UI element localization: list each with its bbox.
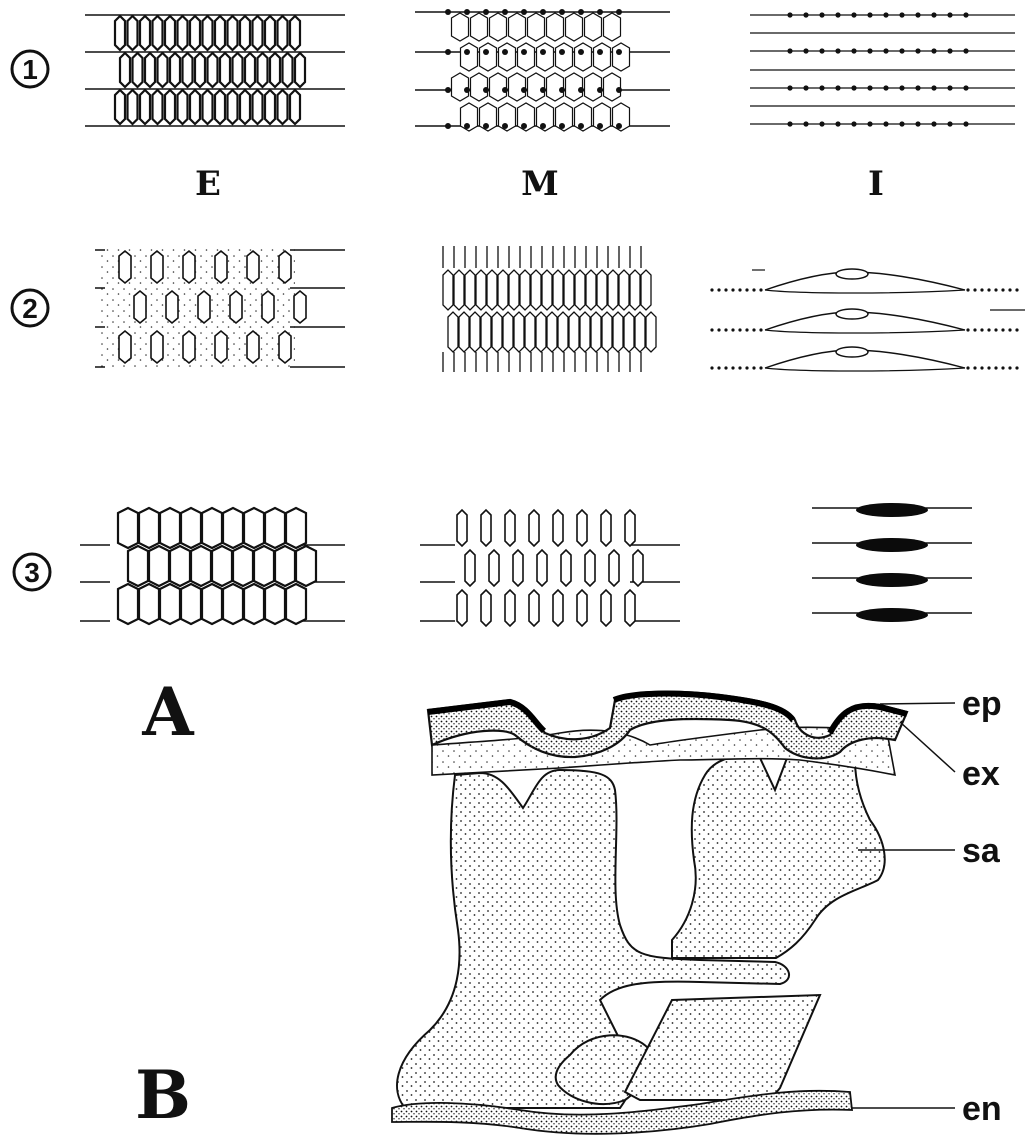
- leader-ep: [880, 703, 955, 704]
- column-label-I: I: [868, 164, 884, 204]
- cell-row2-I: [710, 269, 1025, 371]
- cell-row3-M: [420, 510, 680, 626]
- row-marker-1-number: 1: [22, 54, 38, 85]
- label-sa: sa: [962, 832, 1001, 870]
- row-marker-2: 2: [12, 290, 48, 326]
- cell-row2-E: [95, 248, 345, 368]
- panel-b-cross-section: ep ex sa en: [392, 685, 1002, 1134]
- row-marker-3-number: 3: [24, 557, 40, 588]
- column-label-M: M: [521, 164, 559, 204]
- cell-body-right: [672, 748, 885, 958]
- panel-label-B: B: [135, 1056, 191, 1134]
- row-marker-3: 3: [14, 554, 50, 590]
- row-marker-2-number: 2: [22, 293, 38, 324]
- row-marker-1: 1: [12, 51, 48, 87]
- leader-ex: [900, 722, 955, 772]
- cell-row3-I: [812, 503, 972, 622]
- label-en: en: [962, 1090, 1002, 1128]
- cell-row2-M: [443, 246, 656, 372]
- cell-row1-I: [750, 12, 1015, 126]
- label-ex: ex: [962, 755, 1000, 793]
- cell-row3-E: [80, 508, 345, 624]
- cell-body-parallelogram: [625, 995, 820, 1100]
- cell-row1-E: [85, 15, 345, 126]
- panel-label-A: A: [141, 673, 194, 751]
- column-label-E: E: [195, 164, 221, 204]
- label-ep: ep: [962, 685, 1002, 723]
- cell-row1-M: [415, 9, 670, 131]
